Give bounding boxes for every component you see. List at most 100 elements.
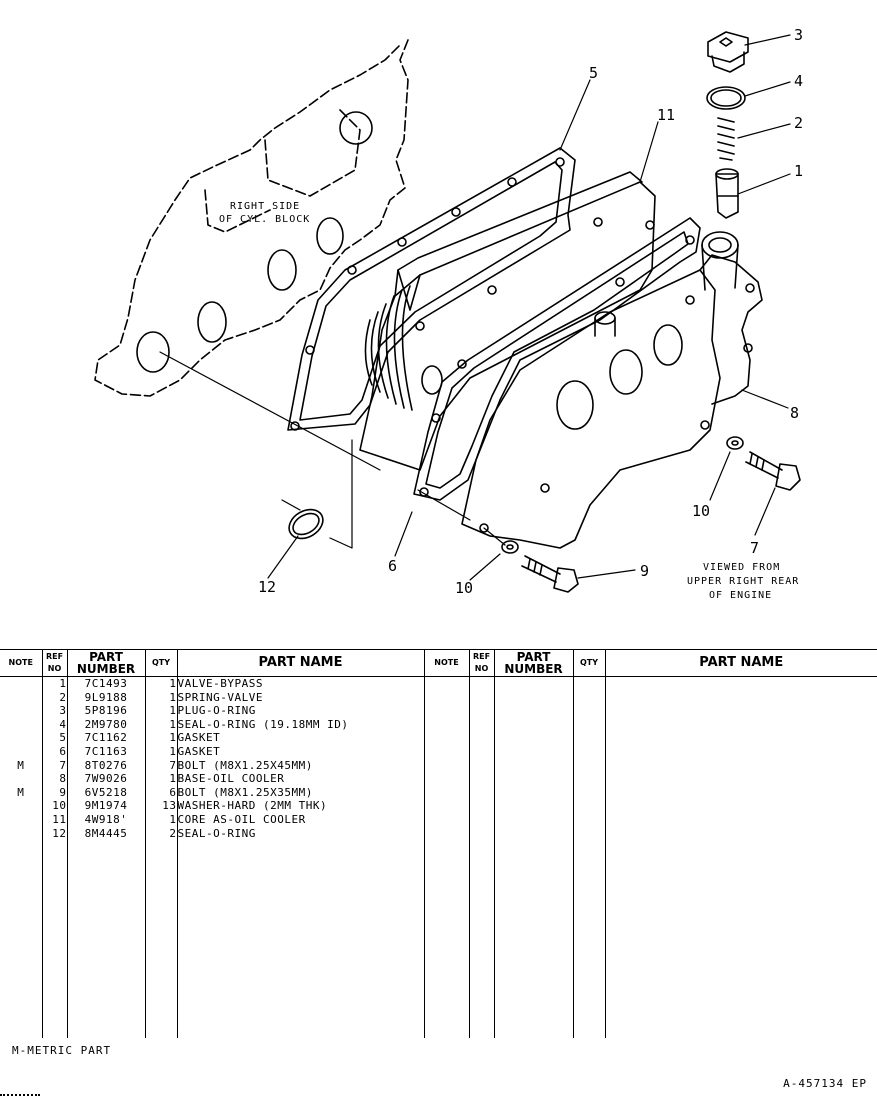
row-part-number: 7C1162 [66,731,145,745]
empty-cell [572,772,605,786]
row-qty: 1 [144,744,177,759]
row-ref-no: 4 [41,717,67,732]
empty-cell [572,758,605,773]
empty-cell [493,772,573,786]
oil-cooler-base-8 [461,231,763,549]
row-ref-no: 12 [41,826,67,841]
row-qty: 6 [144,785,177,800]
header-note: NOTE [0,649,42,677]
row-part-number: 7C1163 [66,744,145,759]
row-note [0,827,42,841]
empty-cell [423,785,469,800]
callout-6: 6 [388,557,397,575]
empty-cell [468,731,494,745]
row-part-number: 9L9188 [66,690,145,705]
row-ref-no: 3 [41,704,67,718]
row-part-number: 5P8196 [66,704,145,718]
callout-2: 2 [794,114,803,132]
empty-cell [572,704,605,718]
empty-cell [604,704,877,718]
row-ref-no: 11 [41,812,67,827]
row-qty: 13 [144,799,177,813]
row-ref-no: 5 [41,731,67,745]
row-ref-no: 8 [41,772,67,786]
row-qty: 1 [144,812,177,827]
row-qty: 1 [144,690,177,705]
empty-cell [572,676,605,691]
empty-cell [604,690,877,705]
metric-part-note: M-METRIC PART [12,1044,112,1057]
callout-1: 1 [794,162,803,180]
row-ref-no: 9 [41,785,67,800]
empty-cell [468,744,494,759]
spring-valve-2 [717,117,735,161]
header-note-right: NOTE [423,649,469,677]
empty-cell [572,812,605,827]
empty-cell [493,731,573,745]
bolt-7 [745,451,801,491]
callout-9: 9 [640,562,649,580]
empty-cell [604,676,877,691]
empty-cell [468,717,494,732]
bolt-9 [521,555,579,593]
block-label-line-2: OF CYL. BLOCK [219,214,310,225]
block-label-line-1: RIGHT SIDE [230,201,300,212]
row-part-name: SPRING-VALVE [176,690,424,705]
empty-cell [572,744,605,759]
row-ref-no: 1 [41,676,67,691]
empty-cell [423,676,469,691]
empty-cell [423,812,469,827]
row-ref-no: 2 [41,690,67,705]
empty-cell [468,758,494,773]
view-caption-line-2: UPPER RIGHT REAR [687,576,799,587]
view-caption-line-3: OF ENGINE [709,590,772,601]
empty-cell [468,690,494,705]
empty-cell [572,799,605,813]
row-note: M [17,785,25,799]
row-part-name: WASHER-HARD (2MM THK) [176,799,424,813]
row-ref-no: 10 [41,799,67,813]
leader-lines [267,34,791,581]
empty-cell [493,744,573,759]
valve-bypass-1 [715,168,739,219]
row-qty: 2 [144,826,177,841]
empty-cell [572,690,605,705]
empty-cell [423,744,469,759]
empty-cell [493,704,573,718]
table-filler-row [0,840,877,1038]
washer-10-upper [726,436,744,450]
row-note [0,731,42,745]
row-part-number: 4W918' [66,812,145,827]
callout-10-lower: 10 [455,579,473,597]
seal-o-ring-4 [706,86,746,110]
empty-cell [604,785,877,800]
empty-cell [423,717,469,732]
empty-cell [604,744,877,759]
empty-cell [468,799,494,813]
empty-cell [572,717,605,732]
callout-labels: 1 2 3 4 5 6 7 8 9 10 10 11 12 RIGHT SIDE… [219,26,803,601]
row-note [0,691,42,705]
empty-cell [468,772,494,786]
row-note [0,813,42,827]
row-qty: 1 [144,676,177,691]
empty-cell [493,717,573,732]
empty-cell [604,758,877,773]
empty-cell [604,826,877,841]
row-part-number: 9M1974 [66,799,145,813]
row-part-number: 8T0276 [66,758,145,773]
row-part-name: CORE AS-OIL COOLER [176,812,424,827]
row-part-name: GASKET [176,731,424,745]
callout-12: 12 [258,578,276,596]
